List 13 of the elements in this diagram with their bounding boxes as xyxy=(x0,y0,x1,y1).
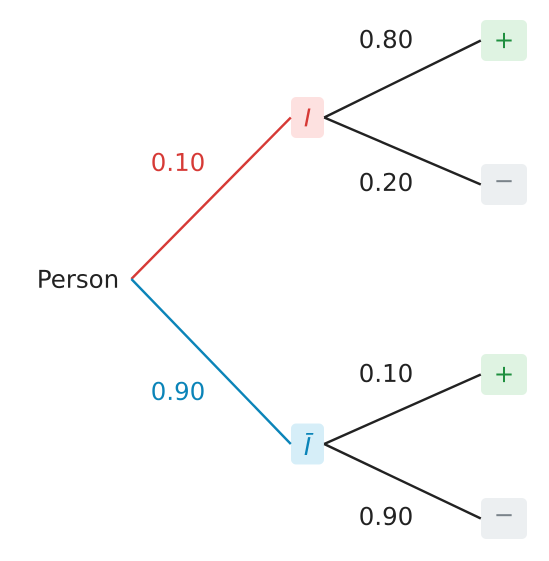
outcome-box: − xyxy=(481,498,527,539)
outcome-box: + xyxy=(481,20,527,61)
edge-label: 0.20 xyxy=(358,172,414,192)
root-label: Person xyxy=(39,270,118,288)
edge-label: 0.90 xyxy=(358,506,414,526)
event-box: Ī xyxy=(291,424,324,464)
edge-label: 0.10 xyxy=(358,362,414,384)
event-box: I xyxy=(291,97,324,138)
outcome-box: + xyxy=(481,354,527,395)
edge-label: 0.10 xyxy=(150,152,206,172)
edge-label: 0.90 xyxy=(150,380,206,402)
edge-label: 0.80 xyxy=(358,28,414,50)
outcome-box: − xyxy=(481,164,527,205)
